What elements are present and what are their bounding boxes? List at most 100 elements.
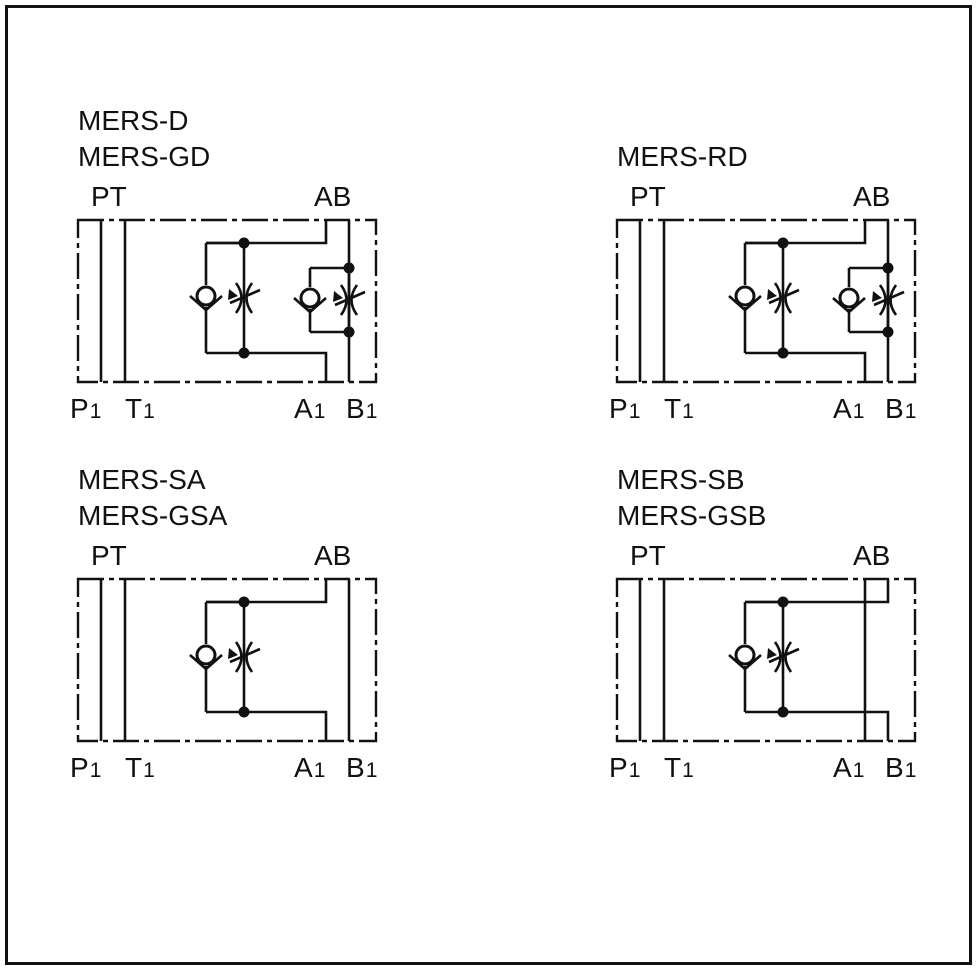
valve-body-outline [615,577,917,743]
port-label-b1: B1 [346,752,377,783]
symbol-title: MERS-SA [78,464,206,495]
adjust-arrow-head-icon [228,648,238,659]
throttle-arc-icon [350,284,359,316]
symbol-title: MERS-GSB [617,500,766,531]
port-letter: P [70,393,89,424]
port-subscript: 1 [629,759,641,782]
port-label-pt: PT [91,181,127,212]
adjust-arrow-icon [768,288,800,305]
port-letter: P [609,752,628,783]
port-subscript: 1 [905,400,917,423]
flow-control-a [728,237,800,359]
a-line [745,220,867,245]
port-label-ab: AB [314,181,351,212]
port-letter: A [294,752,313,783]
symbol-title: MERS-SB [617,464,745,495]
port-subscript: 1 [682,400,694,423]
port-label-t1: T1 [664,393,694,424]
port-letter: T [664,752,681,783]
junction-dot [777,347,789,359]
port-label-a1: A1 [294,393,325,424]
port-label-b1: B1 [885,752,916,783]
port-label-pt: PT [630,540,666,571]
junction-dot [238,347,250,359]
throttle-arc-icon [784,282,793,314]
throttle-arc-icon [245,282,254,314]
port-letter: A [294,393,313,424]
port-label-p1: P1 [70,752,101,783]
junction-dot [882,326,894,338]
port-subscript: 1 [853,400,865,423]
port-label-p1: P1 [70,393,101,424]
junction-dot [882,262,894,274]
throttle-arc-icon [245,641,254,673]
check-valve-seat-icon [189,654,223,671]
a-line [244,710,328,741]
throttle-arc-icon [889,284,898,316]
port-label-ab: AB [853,181,890,212]
b-line [745,579,890,604]
port-label-pt: PT [91,540,127,571]
junction-dot [777,706,789,718]
adjust-arrow-icon [229,647,261,664]
port-letter: B [346,752,365,783]
check-valve-seat-icon [293,297,327,314]
check-valve-ball-icon [299,287,321,309]
symbol-title: MERS-D [78,105,188,136]
junction-dot [238,237,250,249]
check-valve-seat-icon [189,295,223,312]
port-label-a1: A1 [833,393,864,424]
flow-control-a [189,596,261,718]
port-label-p1: P1 [609,752,640,783]
port-label-p1: P1 [609,393,640,424]
port-subscript: 1 [314,400,326,423]
port-label-ab: AB [314,540,351,571]
adjust-arrow-icon [334,290,366,307]
symbol-title: MERS-GSA [78,500,228,531]
port-subscript: 1 [366,759,378,782]
port-letter: T [664,393,681,424]
flow-control-a [189,237,261,359]
port-subscript: 1 [682,759,694,782]
port-subscript: 1 [90,400,102,423]
check-valve-ball-icon [734,644,756,666]
junction-dot [238,706,250,718]
valve-body-outline [615,218,917,384]
adjust-arrow-icon [873,290,905,307]
port-label-a1: A1 [294,752,325,783]
port-letter: A [833,752,852,783]
adjust-arrow-head-icon [767,648,777,659]
junction-dot [777,237,789,249]
b-line [783,710,890,741]
a-line [783,351,867,382]
port-label-ab: AB [853,540,890,571]
port-label-b1: B1 [885,393,916,424]
junction-dot [343,326,355,338]
adjust-arrow-head-icon [333,291,343,302]
port-subscript: 1 [90,759,102,782]
valve-body-outline [76,218,378,384]
port-letter: B [885,752,904,783]
check-valve-seat-icon [728,654,762,671]
drawing-frame [5,5,972,965]
port-subscript: 1 [366,400,378,423]
port-label-a1: A1 [833,752,864,783]
adjust-arrow-head-icon [872,291,882,302]
port-label-t1: T1 [125,752,155,783]
port-label-t1: T1 [664,752,694,783]
check-valve-seat-icon [832,297,866,314]
port-letter: P [70,752,89,783]
adjust-arrow-icon [768,647,800,664]
junction-dot [777,596,789,608]
flow-control-b [728,596,800,718]
a-line [244,351,328,382]
check-valve-ball-icon [195,285,217,307]
check-valve-ball-icon [734,285,756,307]
port-letter: B [346,393,365,424]
port-letter: B [885,393,904,424]
